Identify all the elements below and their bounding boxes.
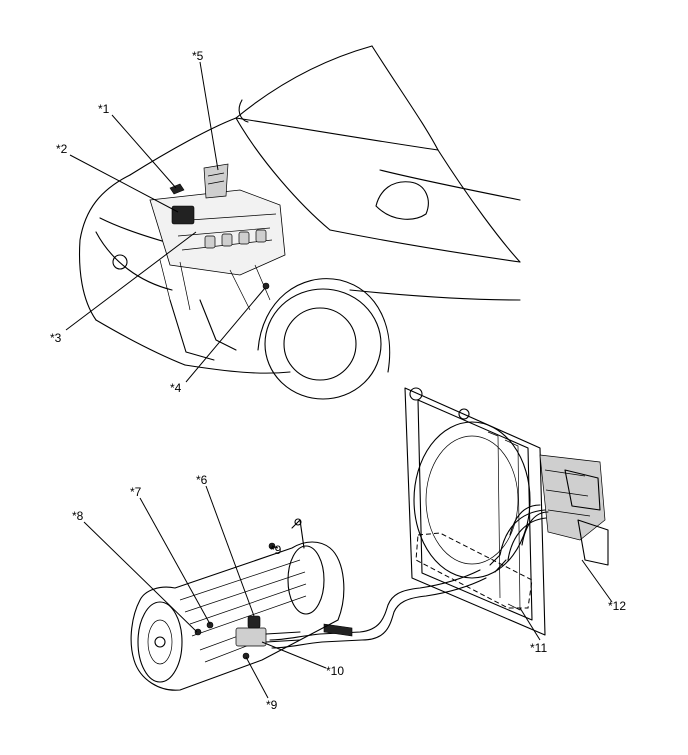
callout-12: *12 (608, 599, 626, 613)
leader-lines (65, 61, 613, 699)
callout-3: *3 (50, 331, 62, 345)
callout-9-upper: *9 (270, 543, 282, 557)
component-5-symbol (203, 163, 229, 199)
callout-2: *2 (56, 142, 68, 156)
component-6-symbol (247, 615, 261, 629)
callout-labels: *1 *2 *3 *4 *5 *6 *7 *8 *9 *9 *10 *11 *1… (50, 49, 626, 712)
vehicle-front-illustration (79, 45, 521, 400)
callout-5: *5 (192, 49, 204, 63)
component-2-symbol (171, 205, 195, 225)
callout-6: *6 (196, 473, 208, 487)
component-7-symbol (206, 621, 214, 629)
radiator-illustration (404, 387, 609, 636)
callout-8: *8 (72, 509, 84, 523)
component-4-symbol (262, 282, 270, 290)
callout-1: *1 (98, 102, 110, 116)
callout-4: *4 (170, 381, 182, 395)
inspection-area-outline (415, 532, 533, 609)
callout-11: *11 (530, 641, 547, 655)
callout-7: *7 (130, 485, 142, 499)
component-1-symbol (169, 183, 185, 195)
callout-10: *10 (326, 664, 344, 678)
component-8-symbol (194, 628, 202, 636)
oil-cooler-lines (269, 554, 507, 649)
component-9-symbol (242, 652, 250, 660)
callout-9-lower: *9 (266, 698, 278, 712)
transmission-illustration (130, 518, 345, 691)
